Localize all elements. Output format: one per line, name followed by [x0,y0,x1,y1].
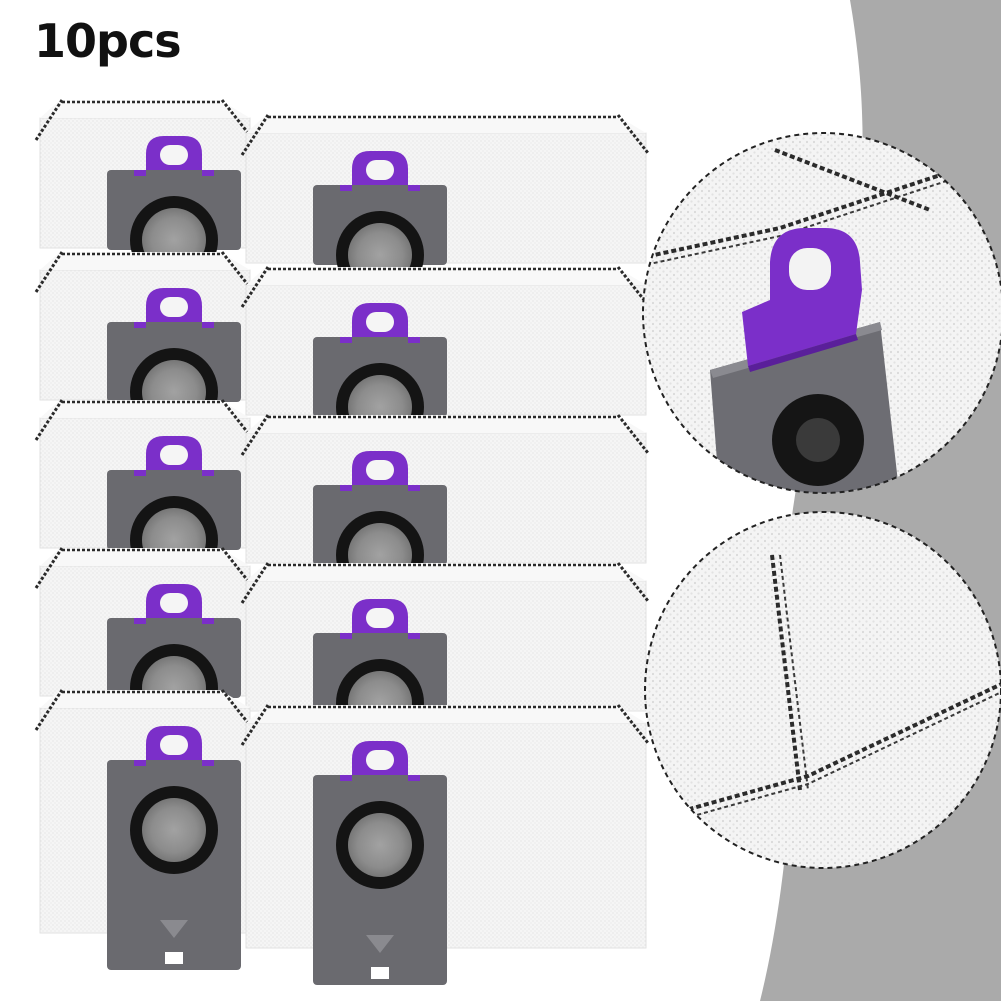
cardboard-tab [107,760,241,970]
purple-handle [340,599,420,639]
vacuum-bag [240,414,650,599]
purple-handle [134,136,214,176]
purple-handle [134,584,214,624]
detail-circle-seam [644,511,1001,869]
cardboard-tab [313,775,447,985]
purple-handle [340,451,420,491]
purple-handle [340,303,420,343]
quantity-caption: 10pcs [34,14,182,68]
detail-circle-handle [642,132,1001,494]
purple-handle [134,726,214,766]
purple-handle [134,288,214,328]
purple-handle [134,436,214,476]
purple-handle [340,151,420,191]
vacuum-bag [240,704,650,985]
vacuum-bag [34,689,254,970]
purple-handle [340,741,420,781]
vacuum-bag [34,547,254,732]
bag-stack [34,99,650,985]
